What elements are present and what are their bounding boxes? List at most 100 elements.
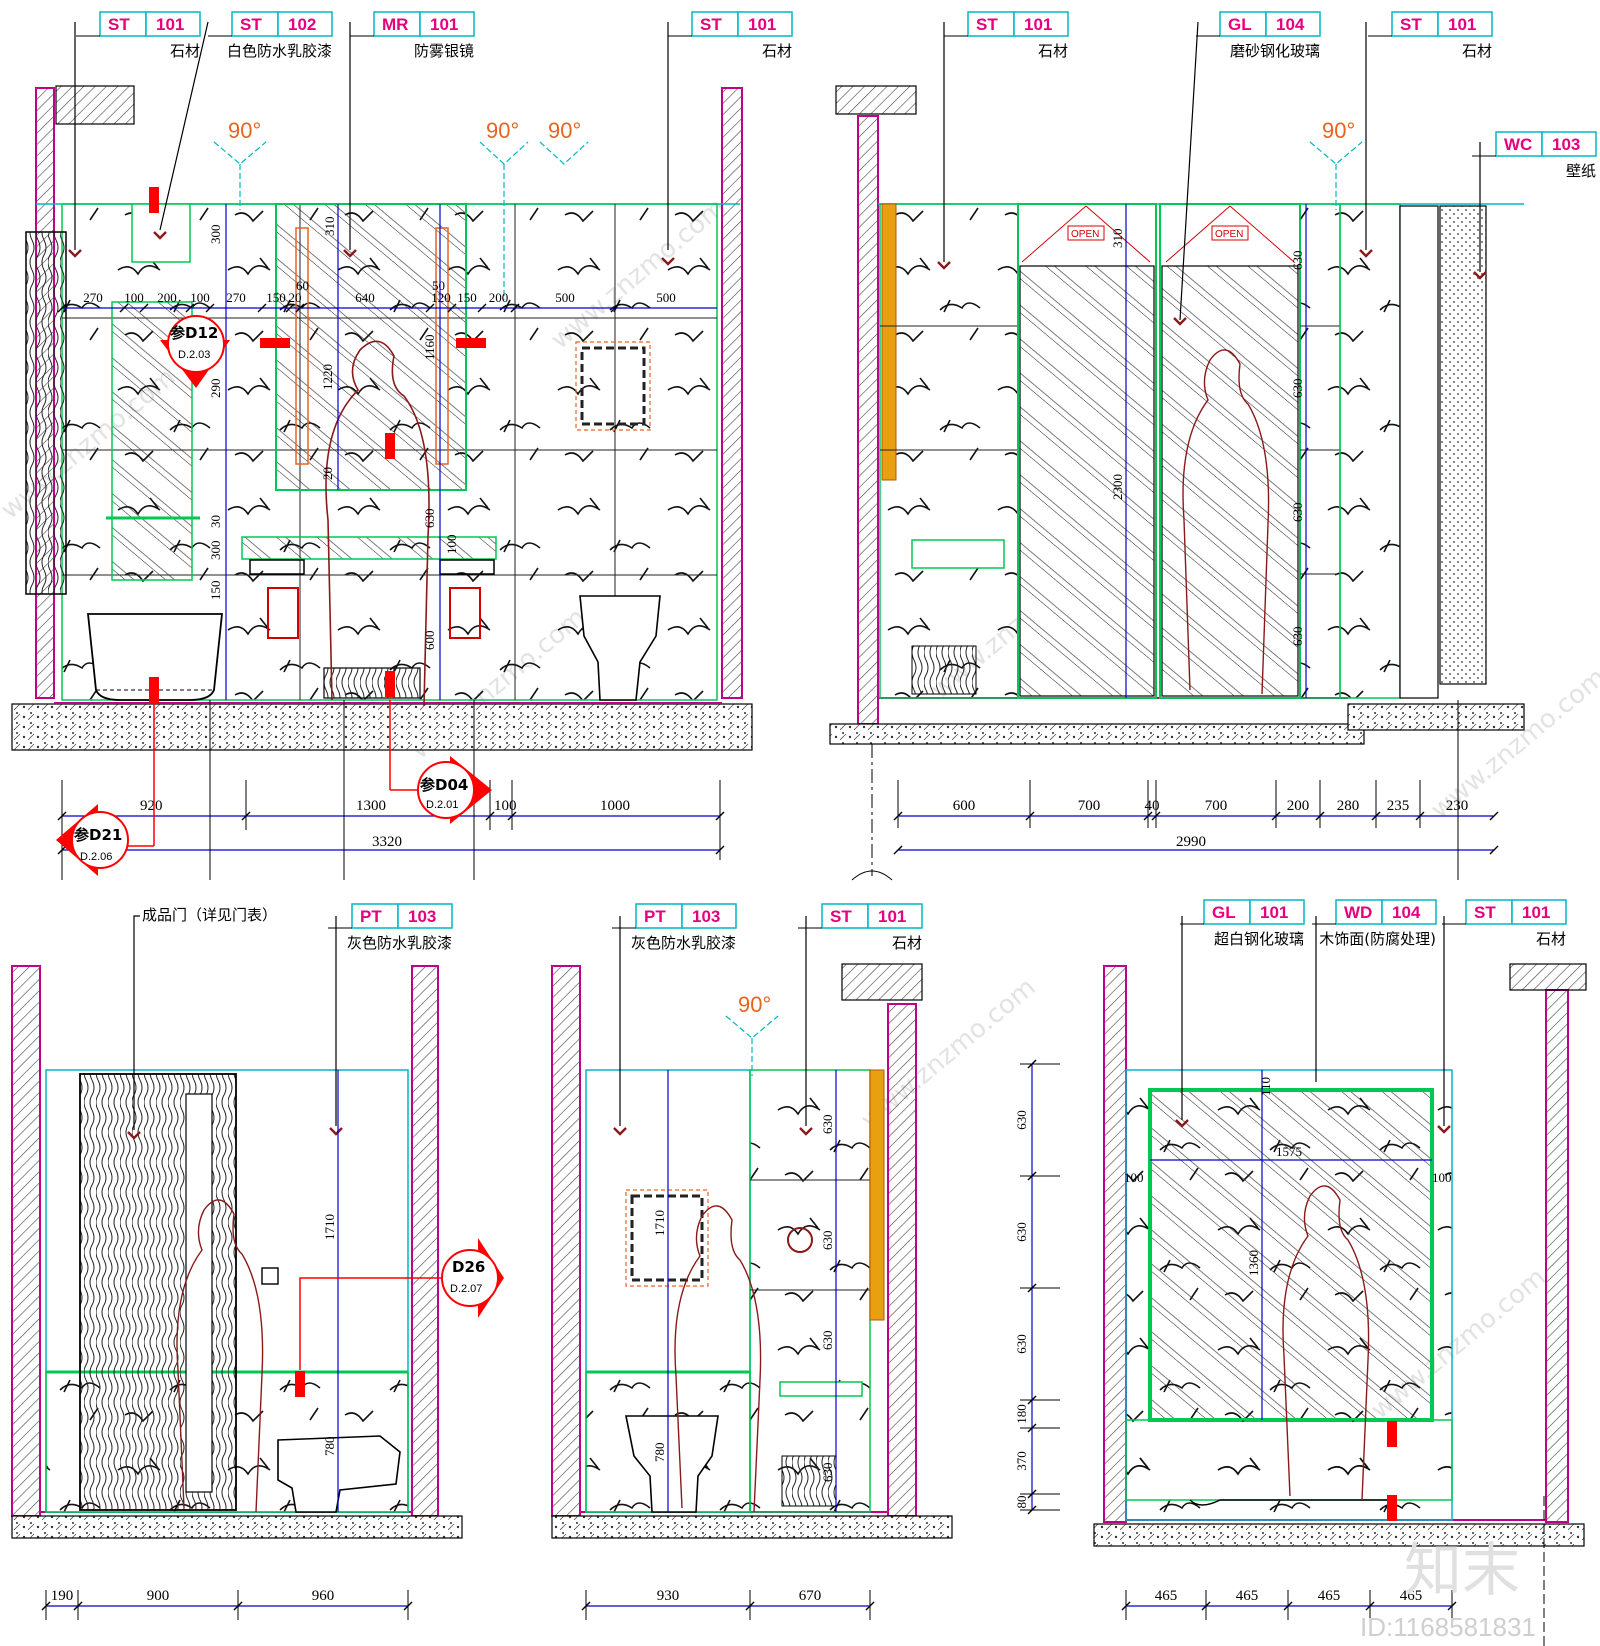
dim-label: 100: [1124, 1170, 1144, 1185]
tag-number: 101: [1024, 15, 1052, 34]
dim-label: 600: [422, 631, 437, 651]
image-id: ID:1168581831: [1360, 1612, 1536, 1642]
material-label: 白色防水乳胶漆: [227, 42, 332, 60]
section-ref-marker[interactable]: D26 D.2.07: [299, 1238, 504, 1370]
tag-number: 101: [1522, 903, 1550, 922]
dim-label: 50: [432, 278, 445, 293]
dim-label: 80: [1014, 1496, 1029, 1509]
dim-label: 630: [1014, 1110, 1029, 1130]
tag-code: PT: [644, 907, 666, 926]
dim-label: 60: [296, 278, 309, 293]
dim-label: 40: [1145, 798, 1160, 814]
dim-label: 200: [1287, 798, 1310, 814]
tag-number: 103: [408, 907, 436, 926]
dim-label: 1360: [1246, 1250, 1261, 1276]
material-label: 石材: [762, 42, 792, 60]
section-ref-marker[interactable]: 参D12 D.2.03: [160, 315, 230, 388]
ref-sub-label: D.2.07: [450, 1283, 482, 1295]
dim-label: 630: [820, 1463, 835, 1483]
tag-number: 101: [748, 15, 776, 34]
tag-code: MR: [382, 15, 408, 34]
dim-label: 500: [555, 290, 575, 305]
dim-label: 100: [494, 798, 517, 814]
tag-code: GL: [1212, 903, 1236, 922]
tag-code: ST: [976, 15, 998, 34]
dim-label: 110: [1258, 1077, 1273, 1096]
material-label: 木饰面(防腐处理): [1319, 930, 1436, 948]
dim-label: 300: [208, 541, 223, 561]
tag-number: 101: [1260, 903, 1288, 922]
dim-label: 630: [1290, 627, 1305, 647]
brand-watermark: 知末: [1404, 1536, 1520, 1604]
angle-label: 90°: [486, 118, 519, 143]
dim-label: 630: [1290, 379, 1305, 399]
dim-label: 310: [322, 217, 337, 237]
tag-number: 104: [1276, 15, 1305, 34]
dim-label: 640: [355, 290, 375, 305]
tag-code: PT: [360, 907, 382, 926]
ref-label: D26: [452, 1258, 485, 1276]
ref-sub-label: D.2.01: [426, 799, 458, 811]
dim-label: 1220: [320, 364, 335, 390]
total-dim-label: 2990: [1176, 834, 1206, 850]
dim-label: 30: [208, 515, 223, 528]
dim-label: 630: [1290, 251, 1305, 271]
tag-code: GL: [1228, 15, 1252, 34]
material-label: 石材: [892, 934, 922, 952]
dim-label: 20: [320, 467, 335, 480]
door-note: 成品门（详见门表）: [142, 906, 277, 924]
dim-label: 280: [1337, 798, 1360, 814]
angle-label: 90°: [228, 118, 261, 143]
tag-number: 101: [878, 907, 906, 926]
section-ref-marker[interactable]: 参D04 D.2.01: [389, 700, 492, 824]
dim-label: 150: [208, 581, 223, 601]
material-label: 石材: [170, 42, 200, 60]
tag-code: ST: [830, 907, 852, 926]
total-dim-label: 3320: [372, 834, 402, 850]
dim-label: 1710: [322, 1214, 337, 1240]
dim-label: 300: [208, 225, 223, 245]
dim-label: 100: [1432, 1170, 1452, 1185]
dim-label: 700: [1205, 798, 1228, 814]
dim-label: 465: [1400, 1588, 1423, 1604]
dim-label: 1160: [422, 334, 437, 360]
dim-label: 100: [124, 290, 144, 305]
dim-label: 630: [820, 1331, 835, 1351]
dim-label: 230: [1446, 798, 1469, 814]
dim-label: 465: [1236, 1588, 1259, 1604]
dim-label: 465: [1318, 1588, 1341, 1604]
dim-label: 630: [820, 1231, 835, 1251]
dim-label: 700: [1078, 798, 1101, 814]
dim-label: 150: [457, 290, 477, 305]
dim-label: 2300: [1110, 474, 1125, 500]
dim-label: 1000: [600, 798, 630, 814]
dim-label: 290: [208, 379, 223, 399]
dim-label: 200: [489, 290, 509, 305]
dim-label: 630: [1290, 503, 1305, 523]
dim-label: 100: [444, 535, 459, 555]
dim-label: 670: [799, 1588, 822, 1604]
tag-number: 101: [1448, 15, 1476, 34]
dim-label: 780: [322, 1437, 337, 1457]
ref-label: 参D04: [420, 776, 468, 794]
section-ref-marker[interactable]: 参D21 D.2.06: [56, 700, 155, 876]
dim-label: 190: [51, 1588, 74, 1604]
dim-label: 930: [657, 1588, 680, 1604]
tag-code: WD: [1344, 903, 1372, 922]
dim-label: 370: [1014, 1451, 1029, 1471]
angle-label: 90°: [548, 118, 581, 143]
dim-label: 180: [1014, 1404, 1029, 1424]
